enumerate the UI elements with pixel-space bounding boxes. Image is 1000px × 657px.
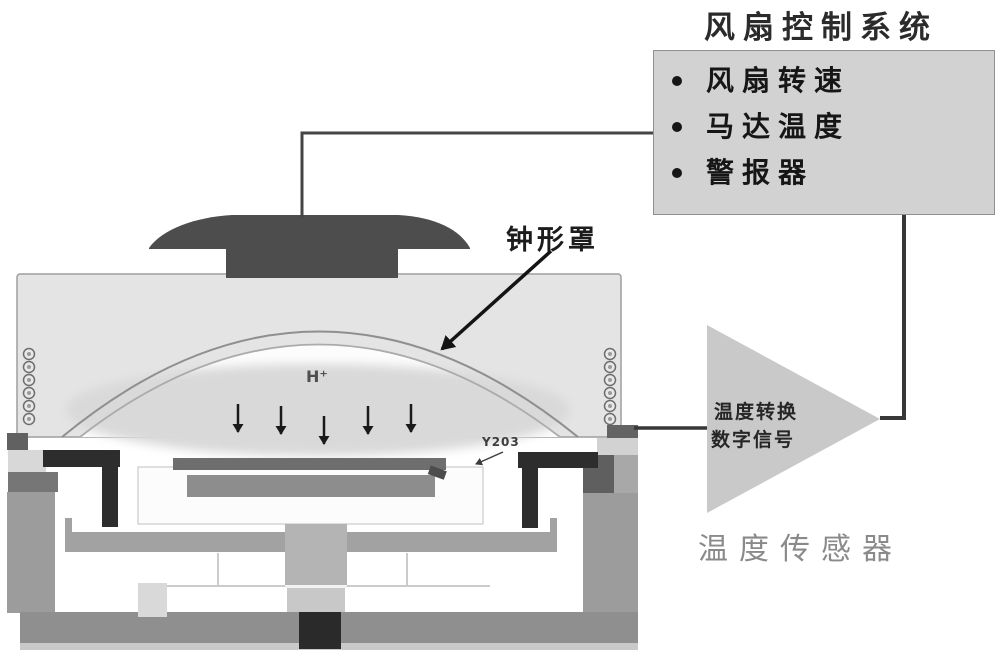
bell-jar-label: 钟形罩 — [506, 225, 599, 256]
shaft-block — [299, 612, 341, 649]
chamber-cap — [149, 215, 470, 278]
bell-jar-arrow — [440, 249, 553, 351]
wafer-edge-coating — [427, 465, 447, 480]
coating-label: Y203 — [482, 435, 520, 449]
converter-label-line1: 温度转换 — [714, 401, 799, 423]
fan-control-list: 风扇转速 马达温度 警报器 — [654, 51, 994, 188]
fan-control-title: 风扇控制系统 — [704, 10, 938, 46]
plasma-label: H⁺ — [306, 367, 328, 386]
sensor-port — [607, 425, 638, 438]
wire-cap-to-fanbox — [300, 131, 653, 218]
fan-control-item-alarm: 警报器 — [670, 158, 994, 188]
left-bolt-holes — [22, 347, 36, 426]
bullet-icon — [672, 122, 682, 132]
susceptor — [187, 475, 435, 497]
right-flange-stack — [583, 425, 638, 612]
right-clamp — [518, 452, 598, 528]
plasma-arrows — [232, 404, 417, 445]
bell-jar-outer-wall — [61, 330, 579, 438]
converter-label-line2: 数字信号 — [711, 429, 796, 451]
fan-control-box: 风扇转速 马达温度 警报器 — [653, 50, 995, 215]
bullet-icon — [672, 76, 682, 86]
side-block — [138, 583, 167, 617]
fan-control-item-speed: 风扇转速 — [670, 66, 994, 96]
fan-control-item-motor-temp: 马达温度 — [670, 112, 994, 142]
right-bolt-holes — [603, 347, 617, 426]
plasma-region — [66, 364, 570, 456]
wafer — [173, 458, 446, 470]
bullet-icon — [672, 168, 682, 178]
left-flange-stack — [7, 433, 58, 613]
converter-triangle — [707, 325, 880, 513]
wire-fanbox-to-converter — [880, 215, 906, 420]
temp-sensor-label: 温度传感器 — [698, 532, 903, 567]
coating-arrow — [475, 451, 504, 466]
center-column — [285, 524, 347, 612]
left-clamp — [43, 450, 120, 527]
bell-jar-inner-wall — [79, 343, 561, 438]
